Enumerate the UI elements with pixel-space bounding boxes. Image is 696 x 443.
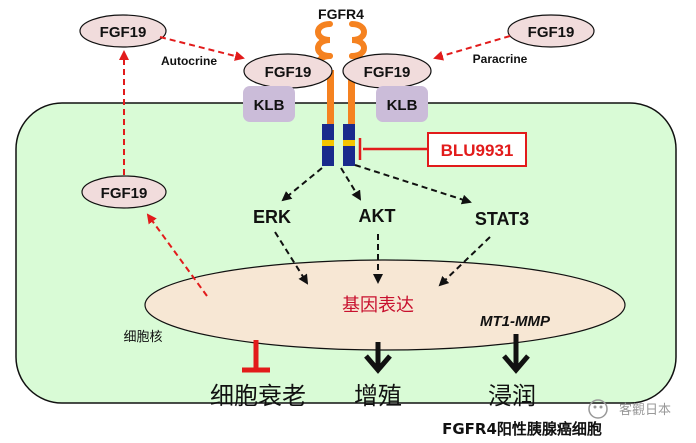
footer-title: FGFR4阳性胰腺癌细胞 — [442, 420, 602, 438]
watermark: 客觀日本 — [588, 399, 671, 419]
kinase-domain — [322, 124, 355, 166]
blu9931-label: BLU9931 — [441, 141, 514, 160]
watermark-text: 客觀日本 — [619, 402, 671, 418]
erk-label: ERK — [253, 207, 291, 227]
akt-label: AKT — [359, 206, 396, 226]
stat3-label: STAT3 — [475, 209, 529, 229]
arrow-to-stat3 — [354, 164, 472, 205]
nucleus — [144, 259, 626, 351]
autocrine-arrow — [159, 36, 245, 61]
fgfr4-label: FGFR4 — [318, 6, 364, 22]
arrow-to-erk — [281, 167, 323, 202]
arrow-erk-to-nucleus — [274, 231, 309, 285]
paracrine-label: Paracrine — [473, 52, 528, 66]
fgf19-top-right — [507, 14, 595, 48]
autocrine-label: Autocrine — [161, 54, 217, 68]
fgf19-top-left — [79, 14, 167, 48]
klb-right-label: KLB — [387, 97, 418, 114]
fgf19-bound-right-label: FGF19 — [364, 64, 411, 81]
proliferation-label: 增殖 — [354, 382, 402, 410]
klb-left — [243, 86, 295, 122]
blu9931-box — [427, 132, 527, 167]
invasion-label: 浸润 — [488, 382, 536, 410]
invasion-arrow — [502, 334, 530, 374]
inhibition-line — [358, 138, 428, 160]
fgf19-left-side — [81, 175, 167, 209]
klb-right — [376, 86, 428, 122]
klb-left-label: KLB — [254, 97, 285, 114]
senescence-label: 细胞衰老 — [210, 382, 306, 410]
fgf19-top-right-label: FGF19 — [528, 24, 575, 41]
fgf19-top-left-label: FGF19 — [100, 24, 147, 41]
fgf19-bound-left-label: FGF19 — [265, 64, 312, 81]
proliferation-arrow — [364, 342, 392, 374]
senescence-block — [242, 340, 270, 373]
arrow-nucleus-to-fgf19 — [146, 213, 208, 297]
fgf19-left-side-label: FGF19 — [101, 185, 148, 202]
arrow-stat3-to-nucleus — [438, 236, 491, 287]
mt1-mmp-label: MT1-MMP — [480, 313, 551, 330]
gene-expression-label: 基因表达 — [342, 295, 414, 316]
arrow-to-akt — [340, 167, 362, 201]
wechat-icon — [588, 399, 608, 419]
paracrine-arrow — [433, 35, 511, 61]
nucleus-label: 细胞核 — [123, 330, 162, 345]
